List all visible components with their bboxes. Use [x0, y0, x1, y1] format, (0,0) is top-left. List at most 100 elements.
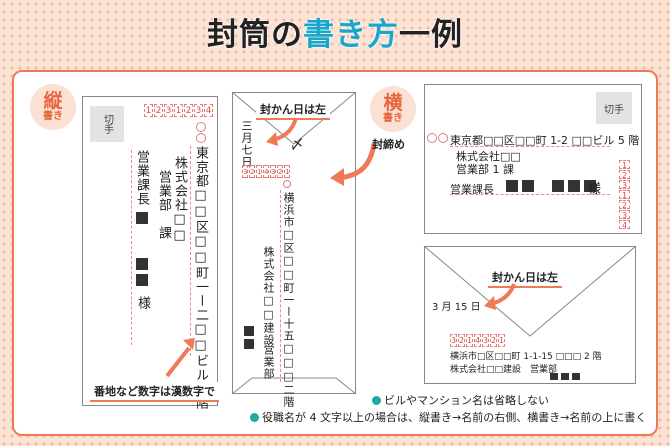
horizontal-company: 株式会社□□ — [456, 150, 521, 163]
zip-digit: 2 — [619, 170, 630, 180]
vertical-back-bottom-flap — [231, 377, 357, 395]
callout-seal: 封締め — [372, 138, 405, 151]
zip-digit: 2 — [154, 104, 163, 117]
note-bullet-icon — [250, 413, 259, 422]
zip-digit: 1 — [619, 160, 630, 170]
vertical-stamp: 切手 — [90, 106, 124, 142]
zip-digit: 4 — [263, 165, 269, 178]
vertical-back-address: 横浜市□区□□町一ー十五□□□二階 — [282, 192, 295, 408]
vertical-guide-circles — [196, 122, 206, 143]
name-block — [572, 373, 580, 380]
badge-vertical-main: 縦 — [43, 90, 63, 112]
vertical-back-dept: 営業部 — [262, 344, 275, 380]
vertical-back-company: 株式会社□□建設 — [262, 246, 275, 346]
zip-digit: 2 — [490, 334, 497, 347]
name-block — [568, 180, 580, 192]
zip-digit: 4 — [619, 220, 630, 230]
horizontal-title-name: 営業課長 — [450, 183, 494, 196]
zip-digit: 3 — [482, 334, 489, 347]
horizontal-name-blocks — [506, 180, 596, 192]
zip-digit: 3 — [194, 104, 203, 117]
horizontal-back-flap — [423, 245, 637, 337]
badge-horizontal: 横 書き — [370, 86, 416, 132]
vertical-name-blocks — [136, 212, 148, 286]
zip-digit: 1 — [619, 190, 630, 200]
name-block — [136, 258, 148, 270]
vertical-back-zip-boxes: 3 2 1 4 3 2 1 — [242, 165, 290, 178]
arrow-seal-date-horizontal — [484, 283, 516, 310]
zip-digit: 3 — [242, 165, 248, 178]
arrow-numbers — [165, 338, 195, 378]
badge-horizontal-main: 横 — [383, 92, 403, 114]
zip-digit: 3 — [164, 104, 173, 117]
zip-digit: 1 — [498, 334, 505, 347]
vertical-dept: 営業部 課 — [156, 170, 171, 240]
name-block — [561, 373, 569, 380]
horizontal-stamp: 切手 — [596, 92, 632, 124]
horizontal-zip-boxes: 1 2 3 1 2 3 4 — [619, 160, 630, 230]
horizontal-back-date: 3 月 15 日 — [432, 302, 481, 313]
seal-mark: 〆 — [290, 137, 304, 153]
horizontal-back-address: 横浜市□区□□町 1-1-15 □□□ 2 階 — [450, 352, 602, 362]
zip-digit: 1 — [466, 334, 473, 347]
zip-digit: 3 — [270, 165, 276, 178]
callout-seal-date-left-vertical: 封かん日は左 — [256, 100, 330, 120]
note-building-names: ビルやマンション名は省略しない — [372, 392, 549, 408]
note-job-titles: 役職名が 4 文字以上の場合は、縦書き→名前の右側、横書き→名前の上に書く — [250, 409, 646, 425]
vertical-back-name-blocks — [244, 326, 254, 349]
horizontal-guide-circles — [427, 133, 448, 143]
zip-digit: 3 — [619, 210, 630, 220]
name-block — [552, 180, 564, 192]
arrow-seal-date-vertical — [266, 117, 298, 146]
vertical-address: 東京都□□区□□町一ー二□□ビル五階 — [193, 146, 208, 410]
vertical-back-date: 三月七日 — [240, 120, 253, 168]
note-job-titles-text: 役職名が 4 文字以上の場合は、縦書き→名前の右側、横書き→名前の上に書く — [262, 411, 647, 424]
badge-horizontal-sub: 書き — [383, 113, 403, 124]
vertical-back-guide-circles — [283, 180, 291, 188]
guide-circle — [196, 122, 206, 132]
horizontal-guide-line — [450, 194, 610, 195]
zip-digit: 2 — [277, 165, 283, 178]
zip-digit: 2 — [458, 334, 465, 347]
zip-digit: 4 — [474, 334, 481, 347]
title-accent: 書き方 — [303, 16, 399, 53]
zip-digit: 2 — [249, 165, 255, 178]
name-block — [550, 373, 558, 380]
title-part2: 一例 — [399, 16, 463, 53]
name-block — [136, 212, 148, 224]
horizontal-dept: 営業部 1 課 — [456, 163, 514, 176]
vertical-guide-line — [131, 150, 132, 345]
zip-digit: 1 — [284, 165, 290, 178]
zip-digit: 4 — [204, 104, 213, 117]
vertical-back-flap — [231, 91, 357, 145]
horizontal-back-name-blocks — [550, 373, 580, 380]
vertical-zip-boxes: 1 2 3 1 2 3 4 — [144, 104, 213, 117]
zip-digit: 1 — [256, 165, 262, 178]
guide-circle — [427, 133, 437, 143]
arrow-seal — [330, 143, 377, 186]
horizontal-honorific: 様 — [588, 182, 602, 197]
callout-seal-date-left-horizontal: 封かん日は左 — [488, 268, 562, 288]
callout-kanji-numbers: 番地など数字は漢数字で — [90, 382, 219, 402]
horizontal-address: 東京都□□区□□町 1-2 □□ビル 5 階 — [450, 134, 640, 147]
name-block — [244, 339, 254, 349]
horizontal-guide-line — [450, 146, 610, 147]
guide-circle — [438, 133, 448, 143]
title-band: 封筒の書き方一例 — [0, 0, 670, 62]
vertical-envelope-front — [82, 96, 218, 406]
horizontal-back-company-dept: 株式会社□□建設 営業部 — [450, 365, 558, 375]
vertical-company: 株式会社□□ — [172, 156, 187, 244]
name-block — [506, 180, 518, 192]
vertical-title-name: 営業課長 — [134, 150, 149, 206]
badge-vertical-sub: 書き — [43, 111, 63, 122]
name-block — [136, 274, 148, 286]
zip-digit: 2 — [619, 200, 630, 210]
guide-circle — [196, 133, 206, 143]
zip-digit: 1 — [174, 104, 183, 117]
name-block — [522, 180, 534, 192]
vertical-back-guide-line — [280, 190, 281, 382]
badge-vertical: 縦 書き — [30, 84, 76, 130]
zip-digit: 3 — [450, 334, 457, 347]
zip-digit: 3 — [619, 180, 630, 190]
guide-circle — [283, 180, 291, 188]
